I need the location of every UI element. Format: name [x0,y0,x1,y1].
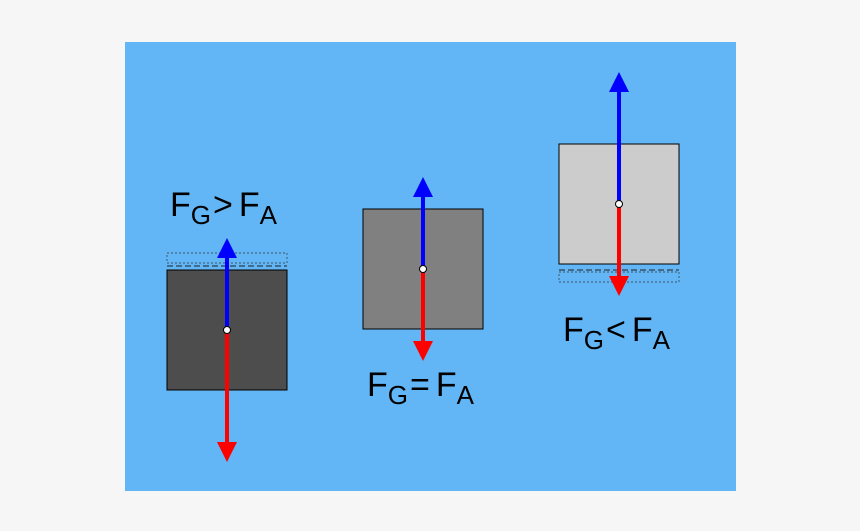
sinking-formula: FG>FA [170,186,278,230]
sinking-center-point [223,326,231,334]
case-rising: FG<FA [558,72,680,355]
floating-center-point [419,265,427,273]
case-floating: FG=FA [362,177,484,410]
case-sinking: FG>FA [166,186,288,462]
rising-formula: FG<FA [563,311,671,355]
floating-formula: FG=FA [367,366,475,410]
rising-center-point [615,200,623,208]
